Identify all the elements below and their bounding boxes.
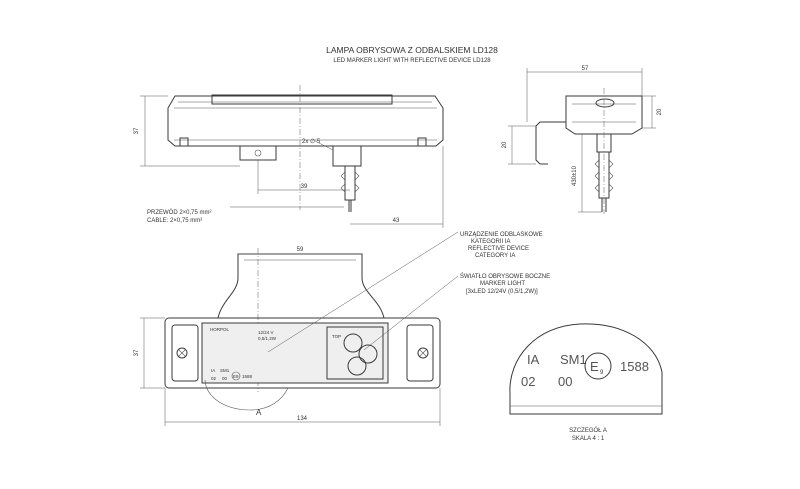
reflector-line-4: CATEGORY IA (475, 253, 515, 259)
front-view-dimensions: 37 39 43 (134, 95, 444, 228)
lamp-voltage: 12/24 V (258, 330, 274, 335)
top-view-housing (164, 317, 441, 389)
lamp-e9: E9 (233, 374, 239, 379)
light-leader (363, 275, 459, 351)
dim-430: 430±10 (572, 165, 578, 186)
dim-134: 134 (297, 416, 308, 422)
top-view-left-mount (171, 324, 199, 382)
detail-a: IA SM1 02 00 E 9 1588 SZCZEGÓŁ A SKALA 4… (509, 323, 663, 442)
detail-9: 9 (600, 370, 604, 376)
lamp-02: 02 (211, 376, 217, 381)
reflector-leader (267, 231, 459, 353)
reflector-line-1: URZĄDZENIE ODBLASKOWE (460, 232, 543, 238)
hole-label: 2x ∅ 5 (302, 138, 321, 145)
top-view-led-window (326, 326, 384, 380)
front-view: 2x ∅ 5 (167, 85, 444, 212)
side-view-bracket (535, 121, 566, 165)
dim-20-bracket: 20 (502, 141, 508, 148)
led-3 (347, 356, 367, 376)
lamp-code: 1588 (242, 374, 253, 379)
top-view-left-screw (176, 347, 188, 359)
dim-20-side: 20 (657, 108, 663, 115)
top-view-dimensions: 59 37 134 A (134, 247, 441, 426)
lamp-brand: HORPOL (210, 327, 230, 332)
top-view: HORPOL 12/24 V 0,5/1,2W IA SM1 02 00 E9 … (164, 248, 441, 411)
front-view-foot-right (417, 137, 427, 147)
cable-label-pl: PRZEWÓD 2×0,75 mm² (147, 209, 212, 216)
dim-37-bottom: 37 (134, 349, 140, 356)
light-line-3: [3xLED 12/24V (0,5/1,2W)] (466, 289, 538, 295)
front-view-plug-ribs (340, 171, 360, 193)
side-view-lens-dome (595, 98, 615, 108)
detail-02: 02 (521, 374, 535, 389)
cable-label-en: CABLE: 2×0,75 mm² (147, 218, 202, 224)
reflector-callout: URZĄDZENIE ODBLASKOWE KATEGORII IA REFLE… (267, 231, 543, 353)
cable-callout: PRZEWÓD 2×0,75 mm² CABLE: 2×0,75 mm² (147, 206, 344, 224)
side-view-wires (601, 198, 607, 212)
detail-a-arc (204, 379, 289, 411)
front-view-body (167, 95, 444, 147)
front-view-cable-wires (348, 200, 352, 212)
dim-59: 59 (297, 247, 304, 253)
marker-light-callout: ŚWIATŁO OBRYSOWE BOCZNE MARKER LIGHT [3x… (363, 272, 550, 351)
front-view-bracket-left (239, 145, 277, 161)
detail-e9-circle (584, 352, 612, 380)
front-view-bracket-hole (254, 149, 262, 157)
dim-37-front: 37 (134, 127, 140, 134)
lamp-sm1: SM1 (220, 368, 230, 373)
side-view-plug-ribs (594, 159, 614, 193)
dim-57: 57 (582, 66, 589, 72)
hole-leader (314, 140, 334, 151)
detail-sm1: SM1 (560, 352, 587, 367)
front-view-cable-plug (344, 165, 356, 201)
detail-a-marker: A (256, 408, 262, 417)
dim-39: 39 (301, 184, 308, 190)
light-line-2: MARKER LIGHT (480, 281, 525, 287)
top-view-right-mount (406, 324, 434, 382)
detail-code: 1588 (620, 359, 649, 374)
led-2 (358, 344, 378, 364)
side-view (535, 88, 643, 214)
detail-label-1: SZCZEGÓŁ A (569, 427, 607, 434)
lamp-ia: IA (211, 368, 215, 373)
detail-00: 00 (558, 374, 572, 389)
dim-43: 43 (393, 218, 400, 224)
reflector-line-3: REFLECTIVE DEVICE (468, 246, 529, 252)
front-view-inner-lines (174, 107, 437, 141)
top-view-right-screw (417, 347, 429, 359)
top-view-bracket (217, 253, 385, 319)
lamp-power: 0,5/1,2W (258, 336, 277, 341)
lamp-00: 00 (222, 376, 228, 381)
drawing-title: LAMPA OBRYSOWA Z ODBALSKIEM LD128 (326, 45, 498, 55)
front-view-bracket-right (332, 145, 362, 167)
side-view-dimensions: 57 20 20 430±10 (502, 66, 663, 213)
led-1 (343, 333, 363, 353)
front-view-foot-left (179, 137, 189, 147)
reflector-line-2: KATEGORII IA (471, 239, 511, 245)
detail-ia: IA (527, 352, 540, 367)
detail-a-outline (509, 323, 663, 415)
drawing-subtitle: LED MARKER LIGHT WITH REFLECTIVE DEVICE … (333, 58, 491, 64)
front-view-lens (211, 94, 393, 105)
detail-label-2: SKALA 4 : 1 (572, 436, 605, 442)
light-line-1: ŚWIATŁO OBRYSOWE BOCZNE (460, 272, 550, 280)
lamp-top: TOP (332, 334, 341, 339)
detail-e: E (590, 359, 599, 374)
lamp-e9-circle (231, 371, 241, 381)
